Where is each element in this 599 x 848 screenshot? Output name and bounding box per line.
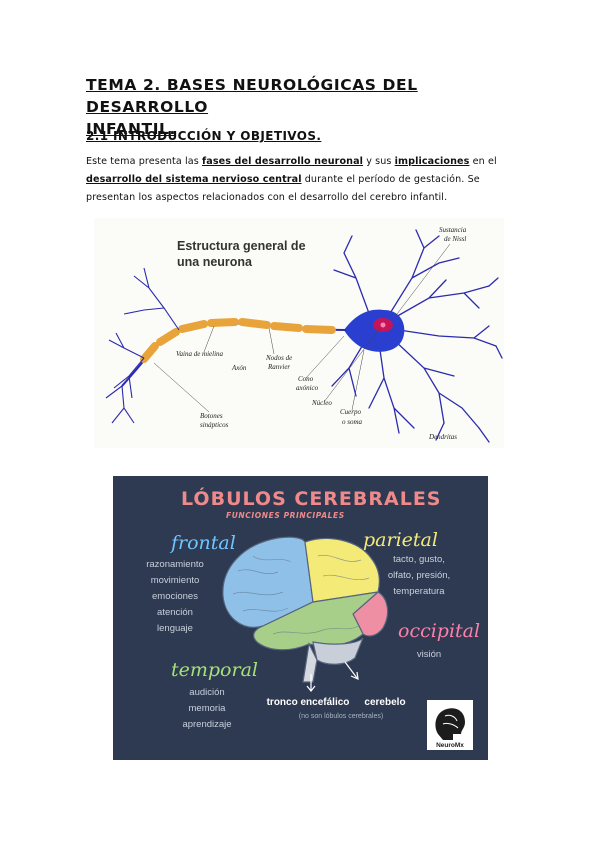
label-ranvier-2: Ranvier <box>267 363 290 371</box>
frontal-function-1: razonamiento <box>146 559 204 570</box>
brain-lobes-infographic: LÓBULOS CEREBRALES FUNCIONES PRINCIPALES… <box>113 476 488 760</box>
para-text-2: y sus <box>363 156 395 167</box>
label-nissl-1: Sustancia <box>439 226 467 234</box>
section-heading: 2.1 INTRODUCCIÓN Y OBJETIVOS. <box>86 129 322 143</box>
neuron-diagram: Estructura general de una neurona Sustan… <box>94 218 504 448</box>
label-buttons-1: Botones <box>200 412 223 420</box>
intro-paragraph: Este tema presenta las fases del desarro… <box>86 153 511 207</box>
title-line-1: TEMA 2. BASES NEUROLÓGICAS DEL DESARROLL… <box>86 76 418 116</box>
temporal-function-1: audición <box>189 687 224 698</box>
cerebellum-label: cerebelo <box>364 697 405 708</box>
para-emphasis-2: implicaciones <box>394 156 470 167</box>
lobe-name-occipital: occipital <box>398 620 480 642</box>
label-cone-2: axónico <box>296 384 319 392</box>
para-text-4: durante el período de gestación. Se pres… <box>86 174 480 203</box>
temporal-function-2: memoria <box>189 703 227 714</box>
brain-lobes-illustration: LÓBULOS CEREBRALES FUNCIONES PRINCIPALES… <box>113 476 488 760</box>
brainstem-label: tronco encefálico <box>267 697 350 708</box>
para-emphasis-3: desarrollo del sistema nervioso central <box>86 174 302 185</box>
page-title: TEMA 2. BASES NEUROLÓGICAS DEL DESARROLL… <box>86 74 526 140</box>
label-nissl-2: de Nissl <box>444 235 466 243</box>
label-soma-1: Cuerpo <box>340 408 362 416</box>
frontal-function-5: lenguaje <box>157 623 193 634</box>
label-cone-1: Cono <box>298 375 314 383</box>
lobe-name-temporal: temporal <box>171 659 258 681</box>
occipital-function-1: visión <box>417 649 441 660</box>
lobe-name-frontal: frontal <box>169 532 236 554</box>
para-text-3: en el <box>469 156 497 167</box>
label-dendrites: Dendritas <box>428 433 457 441</box>
frontal-function-3: emociones <box>152 591 198 602</box>
not-lobes-note: (no son lóbulos cerebrales) <box>299 713 383 720</box>
label-axon: Axón <box>231 364 247 372</box>
para-text-1: Este tema presenta las <box>86 156 203 167</box>
frontal-function-2: movimiento <box>151 575 200 586</box>
lobe-name-parietal: parietal <box>363 529 438 551</box>
title-line-2: INFANTIL. <box>86 120 177 138</box>
temporal-function-3: aprendizaje <box>182 719 231 730</box>
para-emphasis-1: fases del desarrollo neuronal <box>202 156 364 167</box>
label-soma-2: o soma <box>342 418 363 426</box>
label-myelin: Vaina de mielina <box>176 350 224 358</box>
label-ranvier-1: Nodos de <box>265 354 292 362</box>
lobes-subtitle: FUNCIONES PRINCIPALES <box>226 511 345 520</box>
neuron-title-line-2: una neurona <box>177 255 253 269</box>
neuromx-logo: NeuroMx <box>427 700 473 750</box>
label-nucleus: Núcleo <box>311 399 332 407</box>
parietal-function-1: tacto, gusto, <box>393 554 445 565</box>
neuron-title-line-1: Estructura general de <box>177 239 306 253</box>
neuron-illustration: Estructura general de una neurona Sustan… <box>105 226 503 443</box>
parietal-function-2: olfato, presión, <box>388 570 450 581</box>
logo-text: NeuroMx <box>436 742 464 749</box>
lobes-title: LÓBULOS CEREBRALES <box>181 486 442 510</box>
parietal-function-3: temperatura <box>393 586 445 597</box>
frontal-function-4: atención <box>157 607 193 618</box>
label-buttons-2: sinápticos <box>200 421 229 429</box>
